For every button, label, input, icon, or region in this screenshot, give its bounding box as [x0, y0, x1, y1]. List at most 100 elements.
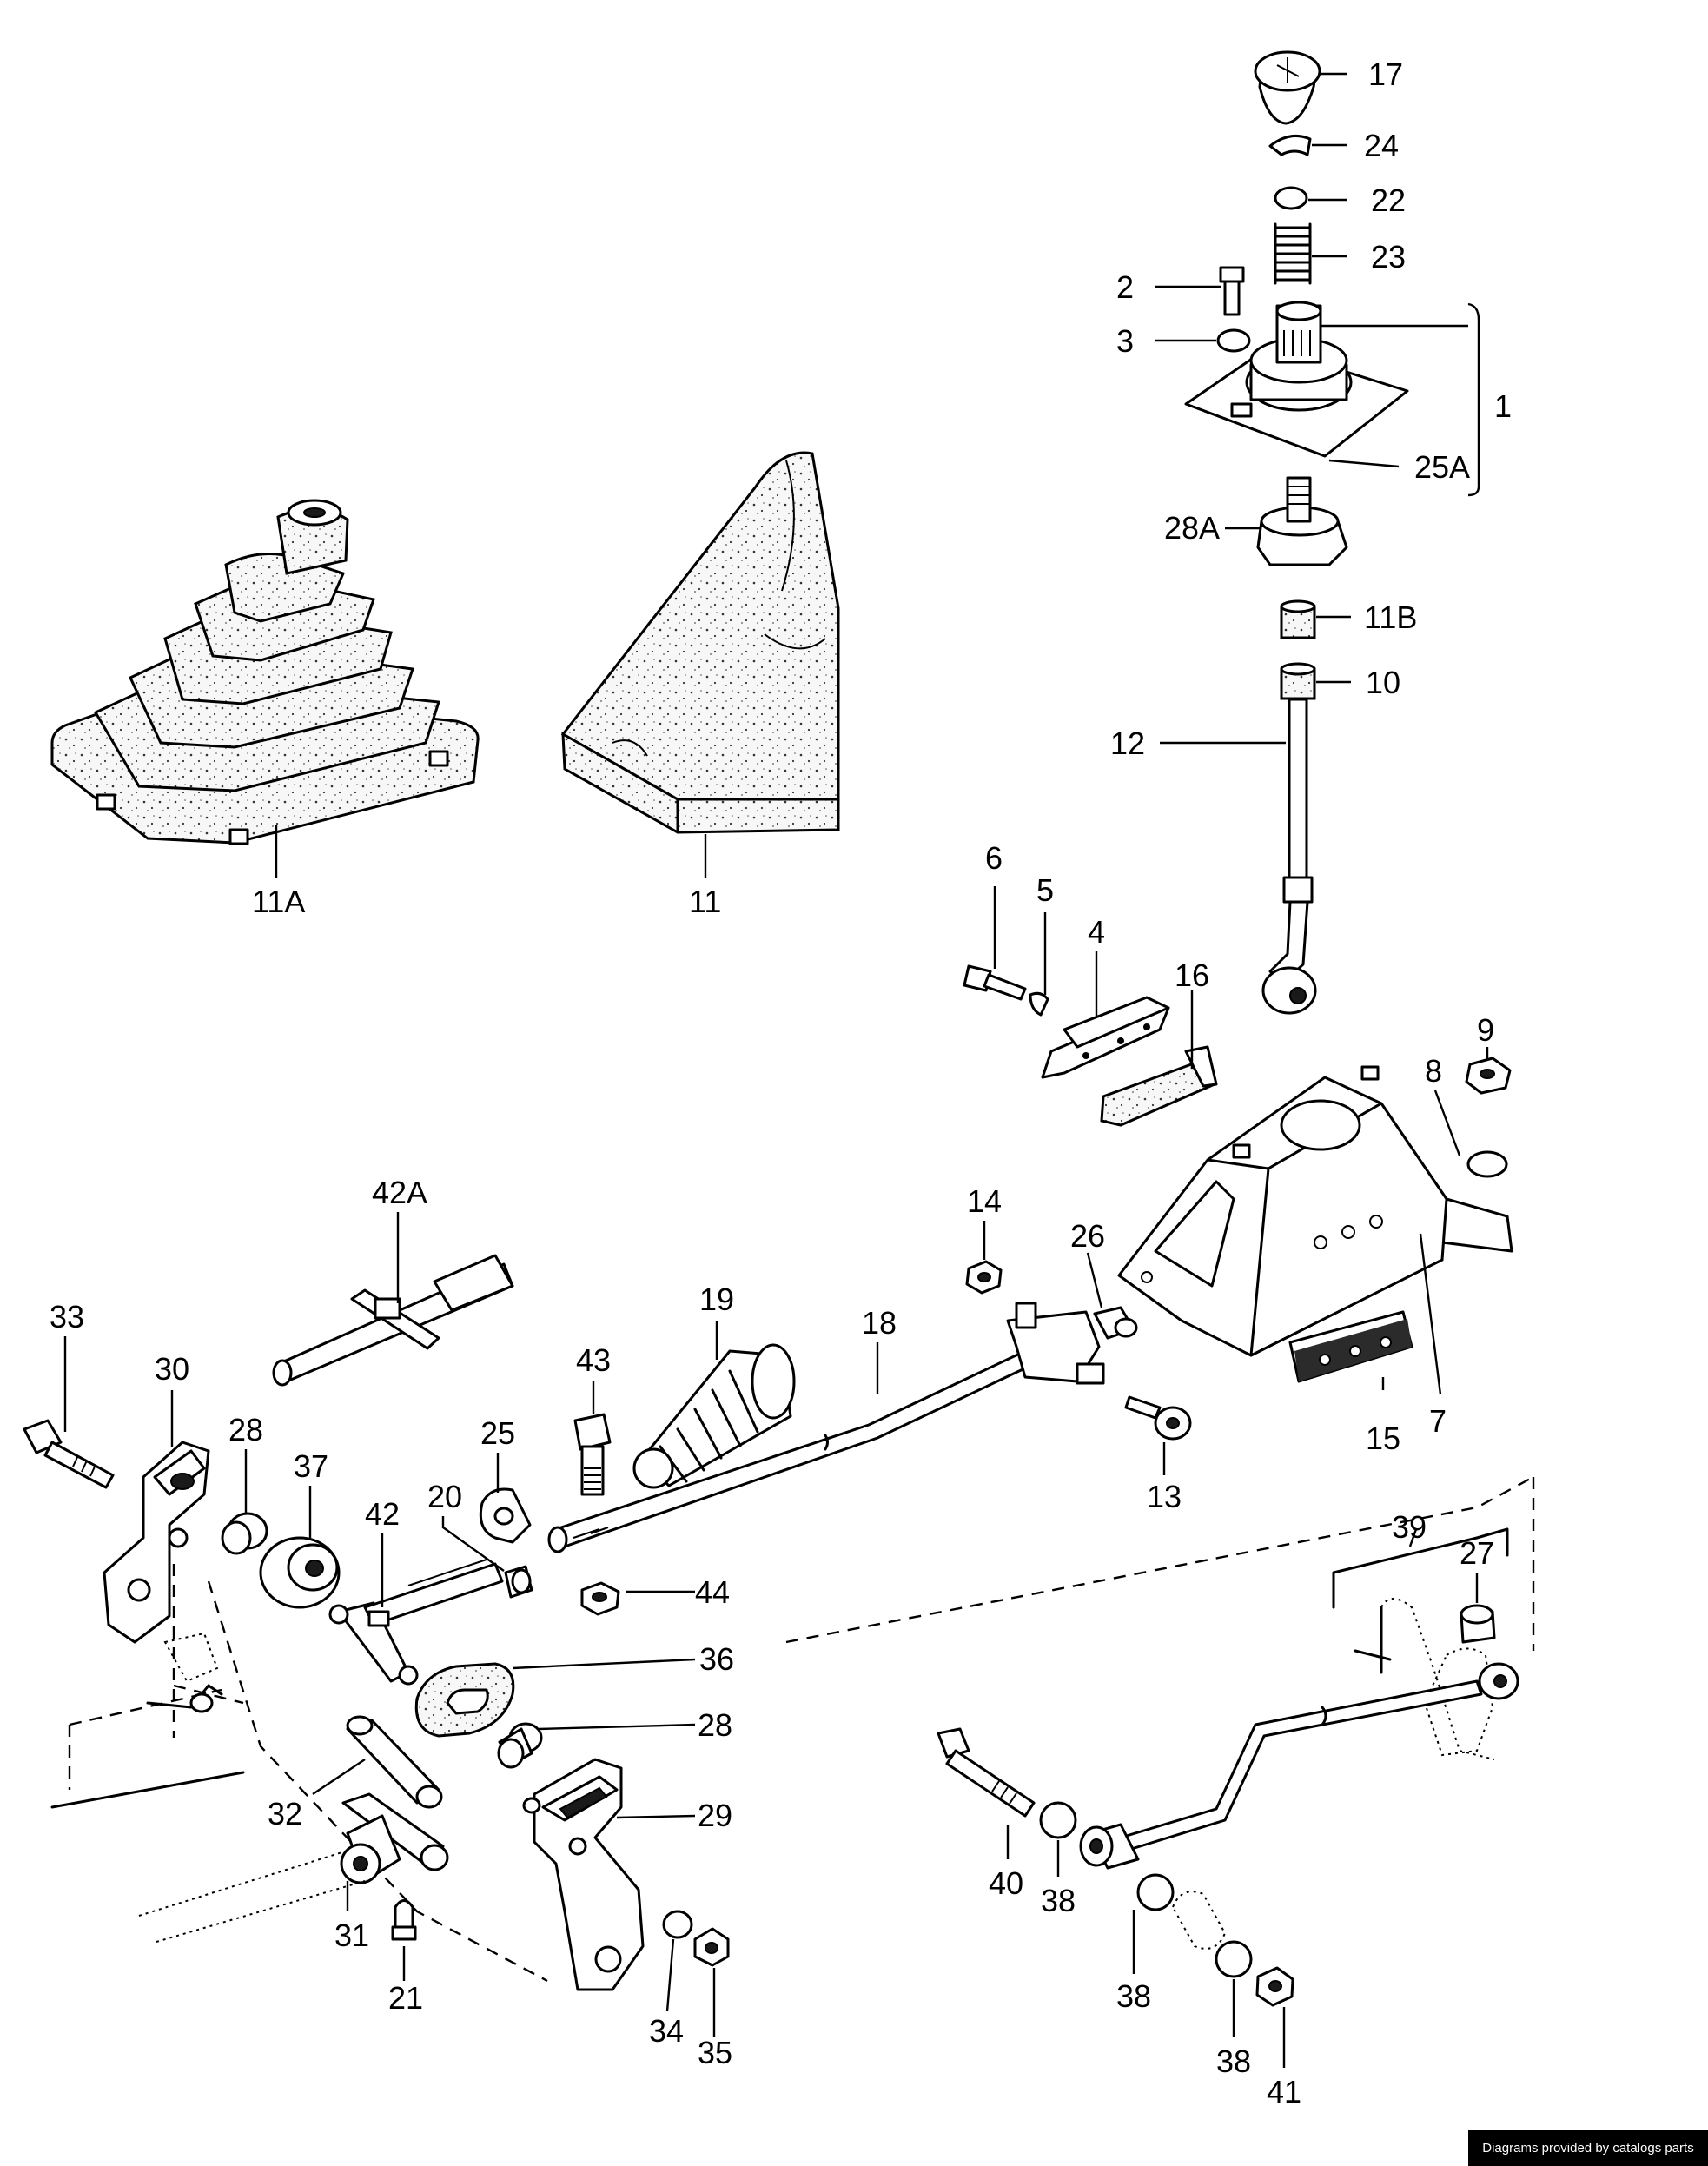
callout-21: 21	[388, 1980, 423, 2016]
callout-7: 7	[1429, 1403, 1447, 1439]
bolt-part	[1219, 266, 1245, 316]
linkage-rod	[1119, 1662, 1519, 1852]
callout-3: 3	[1116, 323, 1134, 359]
callout-41: 41	[1267, 2074, 1301, 2110]
grommet-part	[414, 1662, 515, 1738]
callout-42: 42	[365, 1496, 400, 1532]
callout-30: 30	[155, 1351, 189, 1387]
gear-lever-rod	[1261, 698, 1317, 1015]
rubber-bushing	[1079, 1823, 1140, 1870]
lock-washer-part	[1029, 991, 1049, 1017]
bolt-part	[1124, 1395, 1192, 1441]
nut-part	[1255, 1966, 1294, 2007]
callout-12: 12	[1110, 725, 1145, 761]
shift-shaft	[272, 1254, 514, 1387]
bushing-part	[1460, 1604, 1496, 1644]
clamp-bracket	[1041, 996, 1170, 1079]
callout-11: 11	[689, 884, 721, 919]
callout-25: 25	[480, 1415, 515, 1451]
callout-29: 29	[698, 1798, 732, 1833]
callout-1: 1	[1494, 388, 1512, 424]
callout-25A: 25A	[1414, 449, 1470, 485]
bolt-part	[963, 964, 1027, 1001]
bushing-part	[1256, 476, 1348, 566]
shift-housing	[1117, 1065, 1513, 1357]
washer-part	[1216, 328, 1251, 353]
callout-13: 13	[1147, 1479, 1182, 1514]
callout-34: 34	[649, 2013, 684, 2049]
callout-9: 9	[1477, 1012, 1494, 1048]
spacer-part	[1171, 1891, 1227, 1950]
shift-lever	[328, 1559, 504, 1686]
bracket-left	[103, 1441, 210, 1644]
callout-22: 22	[1371, 182, 1406, 218]
callout-38-c: 38	[1216, 2043, 1251, 2079]
callout-2: 2	[1116, 269, 1134, 305]
lever-housing	[1184, 301, 1409, 458]
nut-part	[1465, 1057, 1512, 1095]
grease-nipple	[391, 1899, 417, 1941]
callout-5: 5	[1036, 872, 1054, 908]
clip-part	[479, 1487, 532, 1544]
callout-11B: 11B	[1364, 599, 1417, 635]
clamp-plate	[1100, 1045, 1218, 1127]
bolt-part	[937, 1727, 1036, 1818]
callout-44: 44	[695, 1574, 730, 1610]
washer-part	[662, 1910, 693, 1939]
callout-16: 16	[1175, 957, 1209, 993]
callout-35: 35	[698, 2035, 732, 2070]
mounting-plate	[1288, 1310, 1413, 1383]
callout-38-b: 38	[1116, 1978, 1151, 2014]
rubber-boot	[632, 1343, 796, 1489]
washer-part	[1039, 1801, 1077, 1839]
nut-part	[580, 1581, 620, 1616]
rubber-mount	[259, 1536, 341, 1609]
callout-17: 17	[1368, 56, 1403, 92]
sleeve-part	[504, 1565, 533, 1599]
callout-32: 32	[268, 1796, 302, 1831]
callout-24: 24	[1364, 128, 1399, 163]
callout-8: 8	[1425, 1053, 1442, 1089]
callout-39: 39	[1392, 1509, 1427, 1545]
bolt-part	[573, 1413, 612, 1496]
callout-10: 10	[1366, 665, 1400, 700]
callout-4: 4	[1088, 914, 1105, 950]
callout-31: 31	[334, 1918, 369, 1953]
bracket-right	[522, 1758, 645, 1991]
washer-part	[1136, 1873, 1175, 1911]
leader-lines	[63, 72, 1489, 2068]
callout-28A: 28A	[1164, 510, 1220, 546]
callout-19: 19	[699, 1282, 734, 1317]
callout-14: 14	[967, 1183, 1002, 1219]
rubber-ring-part	[1280, 662, 1316, 700]
gear-boot-leather	[560, 451, 840, 834]
callout-18: 18	[862, 1305, 897, 1341]
washer-part	[1215, 1940, 1253, 1978]
callout-labels: 17 24 22 23 2 3 1 25A 28A 11B 10 12 11A …	[50, 56, 1512, 2110]
callout-43: 43	[576, 1342, 611, 1378]
callout-26: 26	[1070, 1218, 1105, 1254]
callout-33: 33	[50, 1299, 84, 1335]
shift-rod	[547, 1302, 1105, 1553]
callout-42A: 42A	[372, 1175, 427, 1210]
nut-part	[965, 1260, 1003, 1295]
callout-15: 15	[1366, 1421, 1400, 1456]
spring-part	[1274, 222, 1312, 285]
tee-piece	[138, 1792, 449, 1943]
callout-6: 6	[985, 840, 1003, 876]
callout-28-left: 28	[228, 1412, 263, 1447]
callout-28-right: 28	[698, 1707, 732, 1743]
washer-part	[1466, 1150, 1508, 1178]
callout-20: 20	[427, 1479, 462, 1514]
credit-watermark: Diagrams provided by catalogs parts	[1468, 2130, 1708, 2166]
callout-38-a: 38	[1041, 1883, 1076, 1918]
bushing-part	[221, 1512, 268, 1555]
bolt-part	[23, 1419, 115, 1489]
callout-27: 27	[1460, 1535, 1494, 1571]
nut-part	[693, 1927, 730, 1967]
washer-part	[1274, 186, 1308, 210]
shift-knob	[1254, 50, 1321, 125]
bushing-part	[497, 1722, 543, 1769]
callout-40: 40	[989, 1865, 1023, 1901]
